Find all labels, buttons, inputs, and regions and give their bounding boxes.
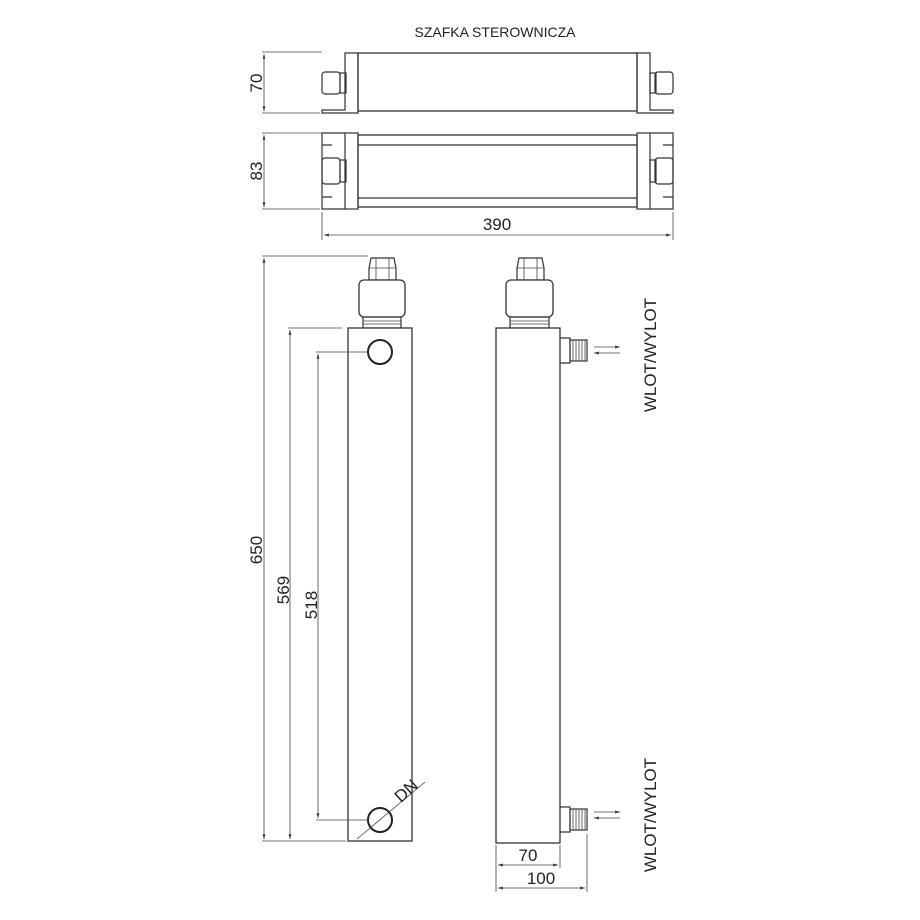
cabinet-top-view: 70 — [247, 51, 674, 114]
drawing-title: SZAFKA STEROWNICZA — [414, 24, 576, 40]
uv-tube-front-view: 650 569 518 DN — [247, 255, 426, 842]
dim-total-width-100: 100 — [527, 869, 555, 888]
dim-total-height-650: 650 — [247, 536, 266, 564]
port-label-top: WLOT/WYLOT — [641, 298, 660, 412]
uv-tube-side-view: WLOT/WYLOT WLOT/WYLOT 70 100 — [495, 257, 660, 892]
dim-cabinet-height-70: 70 — [247, 74, 266, 93]
dim-cabinet-width-390: 390 — [483, 215, 511, 234]
cabinet-front-view: 83 390 — [247, 132, 674, 240]
inlet-port-top — [367, 339, 393, 365]
dim-cabinet-depth-83: 83 — [247, 162, 266, 181]
port-label-bottom: WLOT/WYLOT — [641, 758, 660, 872]
dim-body-height-569: 569 — [274, 576, 293, 604]
dim-body-width-70: 70 — [519, 846, 538, 865]
dim-port-spacing-518: 518 — [302, 591, 321, 619]
